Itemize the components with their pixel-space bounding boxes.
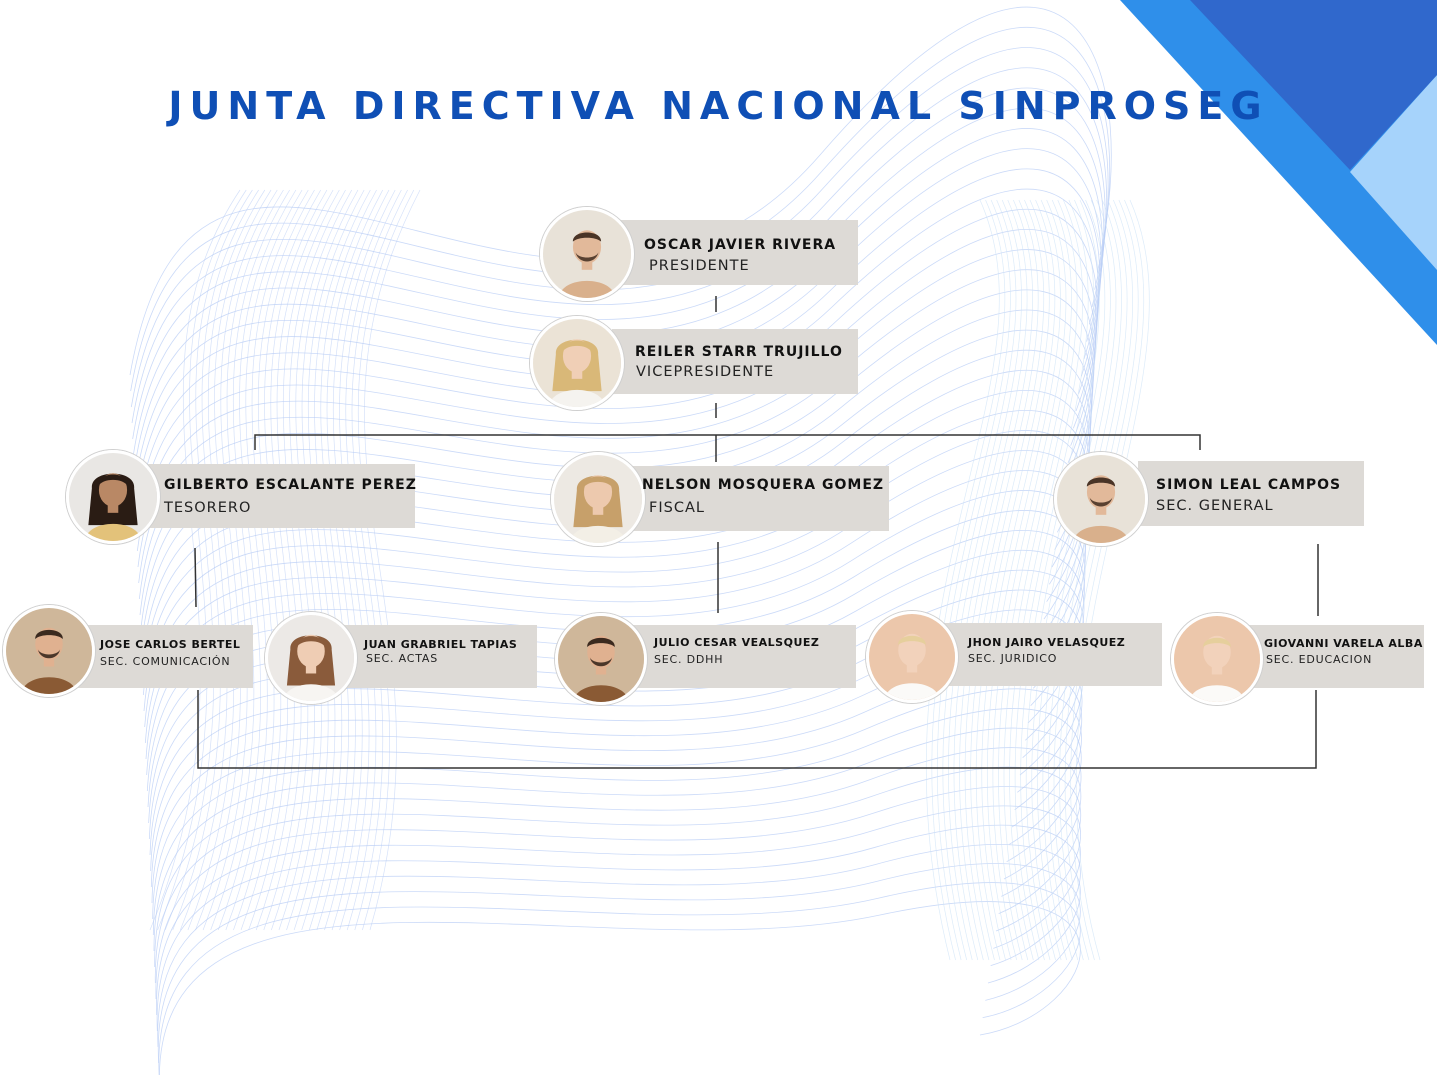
wave-line xyxy=(156,805,1081,1016)
wave-line xyxy=(137,249,1096,568)
wave-line xyxy=(953,199,1028,961)
wave-line xyxy=(316,189,377,931)
wave-line xyxy=(931,199,1006,961)
member-role: VICEPRESIDENTE xyxy=(636,364,775,380)
member-name: GIOVANNI VARELA ALBA xyxy=(1264,637,1423,650)
wave-line xyxy=(331,189,390,931)
wave-line xyxy=(225,189,303,931)
wave-line xyxy=(158,882,1081,1075)
member-name: JUAN GRABRIEL TAPIAS xyxy=(364,638,518,651)
wave-line xyxy=(925,199,1000,961)
man-beard-icon xyxy=(540,207,634,301)
connector-bottom-bar xyxy=(197,690,1317,769)
page-title: JUNTA DIRECTIVA NACIONAL SINPROSEG xyxy=(168,84,1269,128)
member-name: JULIO CESAR VEALSQUEZ xyxy=(654,636,820,649)
corner-stripe-dark xyxy=(1190,0,1437,170)
member-role: SEC. ACTAS xyxy=(366,652,438,665)
wave-line xyxy=(970,199,1045,961)
member-role: PRESIDENTE xyxy=(649,258,750,274)
wave-line xyxy=(133,128,1103,472)
woman-dark-hair-icon xyxy=(66,450,160,544)
wave-line xyxy=(964,199,1039,961)
member-name: OSCAR JAVIER RIVERA xyxy=(644,237,837,253)
member-role: FISCAL xyxy=(649,500,705,516)
wave-line xyxy=(1020,199,1095,961)
wave-line xyxy=(286,189,353,931)
wave-line xyxy=(308,189,371,931)
wave-line xyxy=(324,189,384,931)
wave-line xyxy=(152,708,1082,936)
member-name: REILER STARR TRUJILLO xyxy=(635,344,843,360)
woman-blonde-bun-icon xyxy=(1171,613,1263,705)
connector-level2-bar xyxy=(254,434,1201,450)
wave-line xyxy=(156,824,1081,1032)
wave-line xyxy=(153,727,1082,952)
woman-long-hair-icon xyxy=(265,612,357,704)
wave-line xyxy=(145,490,1086,760)
wave-line xyxy=(357,189,415,931)
wave-line xyxy=(998,199,1072,961)
corner-stripe-light xyxy=(1350,75,1437,270)
member-name: JHON JAIRO VELASQUEZ xyxy=(968,636,1126,649)
wave-line xyxy=(240,189,315,931)
wave-line xyxy=(981,199,1056,961)
wave-line xyxy=(992,199,1067,961)
wave-line xyxy=(1009,199,1083,961)
wave-line xyxy=(248,189,321,931)
woman-blonde-bun-icon xyxy=(866,611,958,703)
wave-line xyxy=(351,189,408,931)
man-smiling-icon xyxy=(555,613,647,705)
wave-line xyxy=(345,189,402,931)
wave-line xyxy=(301,189,365,931)
wave-line xyxy=(138,289,1094,600)
member-role: SEC. JURIDICO xyxy=(968,652,1058,665)
wave-line xyxy=(937,199,1011,961)
woman-curly-icon xyxy=(551,452,645,546)
wave-line xyxy=(975,199,1050,961)
man-smiling-icon xyxy=(3,605,95,697)
wave-line xyxy=(364,189,421,931)
wave-line xyxy=(271,189,340,931)
wave-line xyxy=(210,189,290,931)
wave-line xyxy=(293,189,359,931)
wave-line xyxy=(159,901,1081,1075)
wave-line xyxy=(132,107,1105,456)
wave-line xyxy=(263,189,334,931)
member-name: SIMON LEAL CAMPOS xyxy=(1156,477,1342,493)
member-role: SEC. DDHH xyxy=(654,653,724,666)
wave-line xyxy=(217,189,297,931)
woman-blonde-icon xyxy=(530,316,624,410)
wave-line xyxy=(233,189,309,931)
wave-line xyxy=(129,6,1112,376)
wave-line xyxy=(255,189,328,931)
wave-line xyxy=(155,786,1081,1000)
wave-line xyxy=(1014,199,1089,961)
member-role: SEC. COMUNICACIÓN xyxy=(100,655,231,668)
member-role: SEC. EDUCACION xyxy=(1266,653,1373,666)
connector-tesorero-down xyxy=(194,547,197,608)
wave-line xyxy=(154,747,1082,968)
member-name: NELSON MOSQUERA GOMEZ xyxy=(642,477,885,493)
member-name: GILBERTO ESCALANTE PEREZ xyxy=(164,477,417,493)
wave-line xyxy=(987,199,1061,961)
wave-line xyxy=(948,199,1022,961)
wave-line xyxy=(150,649,1083,888)
wave-line xyxy=(278,189,346,931)
member-name: JOSE CARLOS BERTEL xyxy=(100,638,241,651)
wave-line xyxy=(138,269,1095,584)
member-role: SEC. GENERAL xyxy=(1156,498,1274,514)
wave-line xyxy=(146,510,1086,776)
man-beard-icon xyxy=(1054,452,1148,546)
wave-line xyxy=(339,189,396,931)
wave-line xyxy=(959,199,1033,961)
wave-line xyxy=(1003,199,1078,961)
member-role: TESORERO xyxy=(164,500,252,516)
wave-line xyxy=(942,199,1017,961)
